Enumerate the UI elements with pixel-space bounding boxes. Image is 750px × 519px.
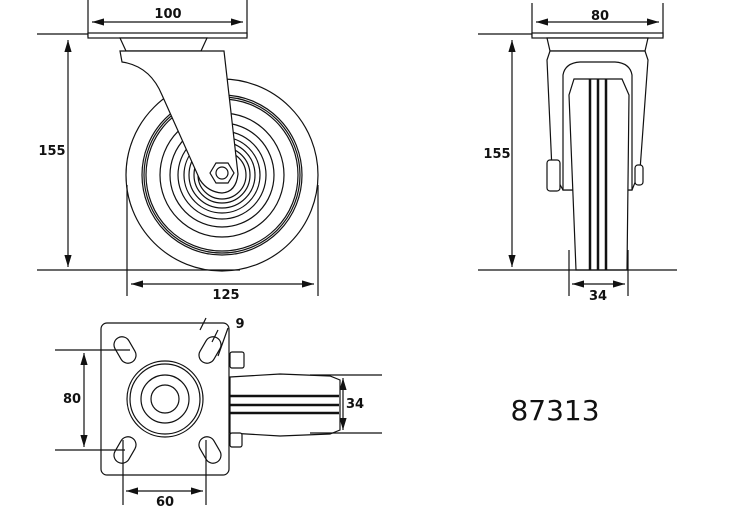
dim-label-155-front: 155 xyxy=(483,147,510,162)
dim-label-80-front: 80 xyxy=(591,9,609,24)
axle-nut xyxy=(209,162,235,184)
swivel-bracket xyxy=(119,50,239,194)
dim-label-100: 100 xyxy=(154,7,181,22)
dim-label-155-side: 155 xyxy=(38,144,65,159)
front-view: 80 155 34 xyxy=(478,3,677,304)
dim-label-9: 9 xyxy=(235,317,244,332)
top-plate xyxy=(87,32,248,39)
dim-label-34-front: 34 xyxy=(589,289,607,304)
dim-label-125: 125 xyxy=(212,288,239,303)
model-number: 87313 xyxy=(510,394,599,427)
dim-label-60: 60 xyxy=(156,495,174,510)
dim-label-80-bottom: 80 xyxy=(63,392,81,407)
bottom-view: 9 80 60 34 xyxy=(55,317,382,510)
axle-nut-front xyxy=(546,159,561,192)
side-view: 100 155 125 xyxy=(37,0,319,303)
dim-label-34-bottom: 34 xyxy=(346,397,364,412)
